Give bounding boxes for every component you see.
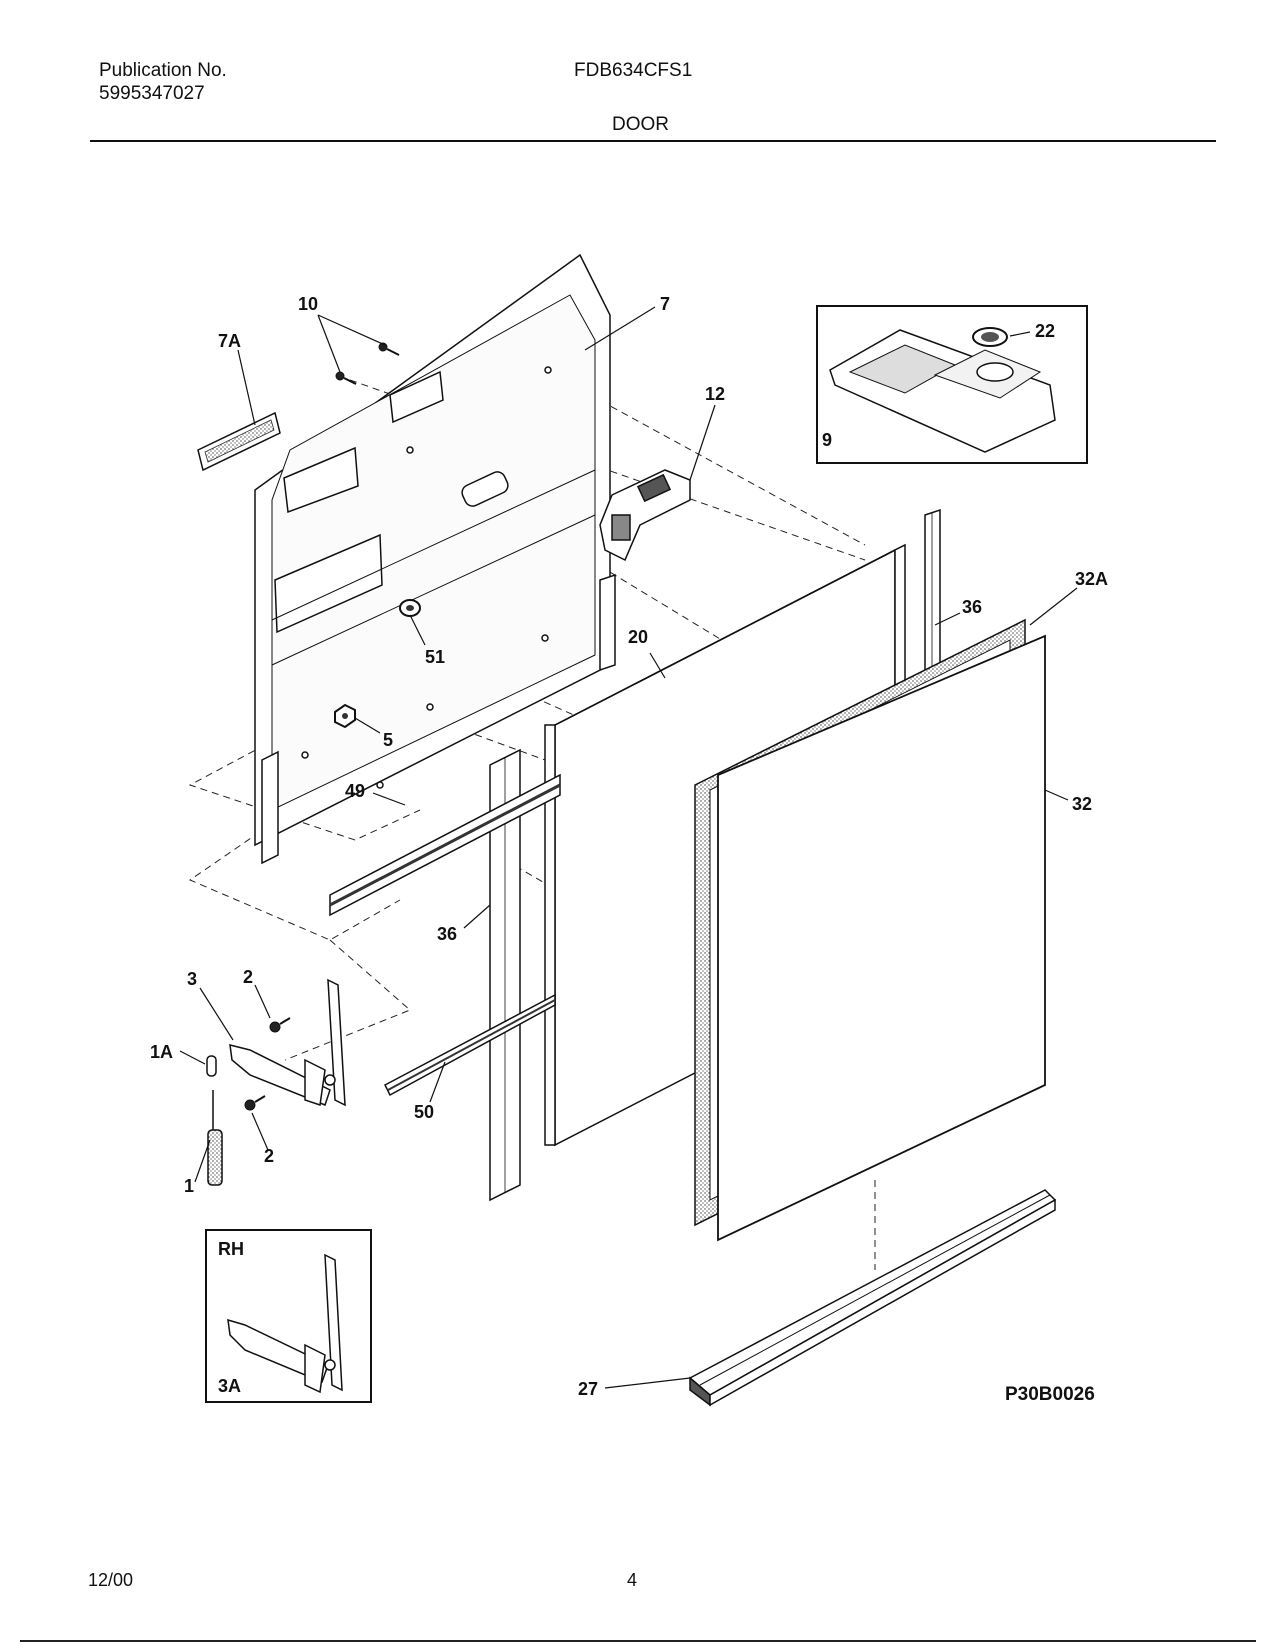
bottom-channel-27 (688, 1189, 1057, 1407)
callout-5: 5 (383, 730, 393, 750)
callout-9: 9 (822, 430, 832, 450)
trim-bar-49 (329, 773, 561, 917)
callout-22: 22 (1035, 321, 1055, 341)
nut-5 (334, 703, 356, 729)
callout-2-top: 2 (243, 967, 253, 987)
callout-36-bottom: 36 (437, 924, 457, 944)
callout-12: 12 (705, 384, 725, 404)
inset-label-rh: RH (218, 1239, 244, 1259)
callout-50: 50 (414, 1102, 434, 1122)
clip-1a (206, 1055, 217, 1077)
hinge-bracket-3 (229, 978, 346, 1107)
inset-label-3a: 3A (218, 1376, 241, 1396)
screws-10 (335, 342, 400, 385)
publication-number: 5995347027 (99, 83, 205, 104)
callout-3: 3 (187, 969, 197, 989)
inner-door-frame-7 (254, 253, 616, 865)
callout-7: 7 (660, 294, 670, 314)
bumper-51 (399, 599, 421, 617)
footer-rule (20, 1640, 1256, 1642)
screw-2-top (269, 1017, 291, 1033)
screw-2-bottom (244, 1095, 266, 1111)
outer-panel-32 (717, 634, 1046, 1242)
callout-10: 10 (298, 294, 318, 314)
callout-27: 27 (578, 1379, 598, 1399)
callout-51: 51 (425, 647, 445, 667)
dispenser-inset-9 (816, 305, 1088, 464)
callout-20: 20 (628, 627, 648, 647)
callout-1: 1 (184, 1176, 194, 1196)
door-latch-12 (599, 469, 691, 562)
callout-2-bottom: 2 (264, 1146, 274, 1166)
section-title: DOOR (612, 114, 669, 135)
callout-36-top: 36 (962, 597, 982, 617)
footer-date: 12/00 (88, 1570, 134, 1590)
trim-bar-50 (384, 993, 556, 1097)
callout-32: 32 (1072, 794, 1092, 814)
vent-grille-7a (197, 411, 281, 472)
callout-32a: 32A (1075, 569, 1108, 589)
model-number: FDB634CFS1 (574, 60, 693, 81)
drawing-code: P30B0026 (1005, 1384, 1095, 1405)
publication-label: Publication No. (99, 60, 227, 81)
rh-hinge-inset-3a (205, 1229, 372, 1403)
spring-1 (207, 1090, 223, 1186)
page-number: 4 (627, 1570, 638, 1590)
leader-lines (179, 306, 1078, 1389)
callout-1a: 1A (150, 1042, 173, 1062)
header-rule (90, 140, 1216, 142)
callout-7a: 7A (218, 331, 241, 351)
callout-49: 49 (345, 781, 365, 801)
